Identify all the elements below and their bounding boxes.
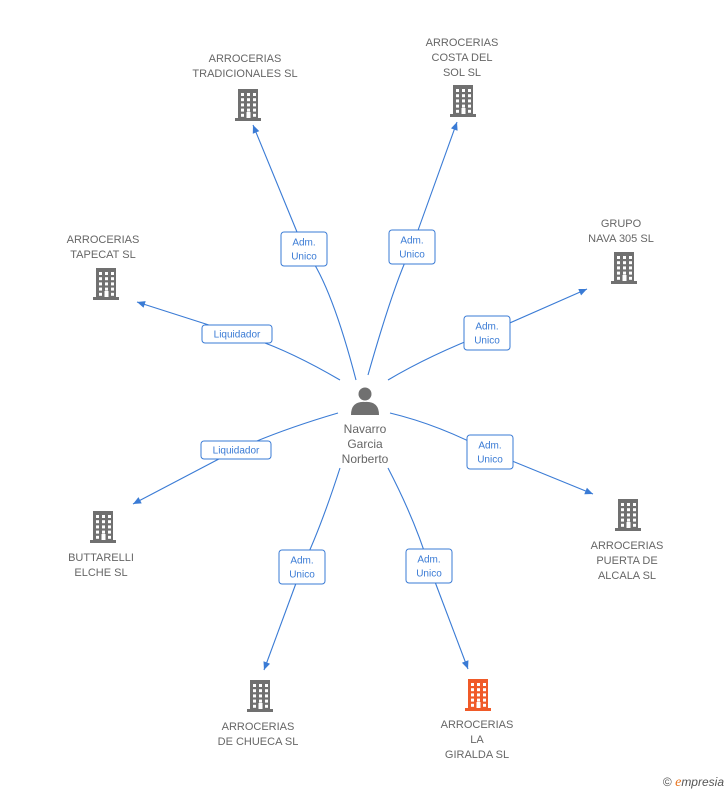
arrowhead [461, 660, 469, 669]
company-label-chueca[interactable]: ARROCERIAS DE CHUECA SL [218, 721, 299, 748]
company-name-line: TAPECAT SL [70, 249, 135, 261]
company-building-icon-puerta[interactable] [615, 499, 641, 531]
relation-label: Unico [399, 250, 425, 261]
relation-badge-chueca[interactable]: Adm. Unico [278, 549, 326, 585]
company-name-line: GRUPO [601, 218, 642, 230]
company-building-icon-butarelli[interactable] [90, 511, 116, 543]
relation-label: Unico [289, 570, 315, 581]
company-name-line: COSTA DEL [432, 52, 493, 64]
footer-brand: © empresia [663, 775, 724, 791]
copyright-symbol: © [662, 775, 672, 789]
company-name-line: DE CHUECA SL [218, 736, 299, 748]
person-name-line: Navarro [344, 422, 387, 436]
person-icon[interactable] [351, 387, 379, 416]
edge-costa-inner [367, 246, 413, 376]
company-name-line: ALCALA SL [598, 570, 656, 582]
relation-badge-costa[interactable]: Adm. Unico [388, 229, 436, 265]
person-name-line: Norberto [342, 452, 389, 466]
relation-label: Unico [416, 569, 442, 580]
relation-label: Adm. [475, 322, 498, 333]
company-name-line: ARROCERIAS [67, 234, 140, 246]
company-name-line: NAVA 305 SL [588, 233, 654, 245]
company-name-line: ELCHE SL [74, 567, 127, 579]
company-name-line: ARROCERIAS [441, 719, 514, 731]
company-name-line: ARROCERIAS [426, 37, 499, 49]
relation-label: Liquidador [214, 330, 261, 341]
company-building-icon-tradicionales[interactable] [235, 89, 261, 121]
relation-label: Adm. [400, 236, 423, 247]
relation-badge-puerta[interactable]: Adm. Unico [466, 434, 514, 470]
arrowhead [137, 301, 146, 308]
brand-name: mpresia [681, 775, 724, 789]
relation-label: Unico [474, 336, 500, 347]
relation-label: Unico [291, 252, 317, 263]
relation-badge-nava[interactable]: Adm. Unico [463, 315, 511, 351]
brand-initial: e [675, 775, 682, 790]
company-label-tradicionales[interactable]: ARROCERIAS TRADICIONALES SL [192, 53, 297, 80]
company-name-line: LA [470, 734, 484, 746]
relation-label: Adm. [290, 556, 313, 567]
company-label-giralda[interactable]: ARROCERIAS LA GIRALDA SL [441, 719, 514, 761]
company-building-icon-tapecat[interactable] [93, 268, 119, 300]
company-name-line: BUTTARELLI [68, 552, 134, 564]
company-name-line: GIRALDA SL [445, 749, 509, 761]
arrowhead [450, 122, 458, 131]
company-name-line: PUERTA DE [596, 555, 657, 567]
company-name-line: TRADICIONALES SL [192, 68, 297, 80]
company-building-icon-chueca[interactable] [247, 680, 273, 712]
company-name-line: ARROCERIAS [222, 721, 295, 733]
arrowhead [584, 487, 593, 495]
arrowhead [263, 661, 271, 670]
arrowhead [133, 497, 142, 504]
company-label-nava[interactable]: GRUPO NAVA 305 SL [588, 218, 654, 245]
edge-labels-layer: Adm.UnicoAdm.UnicoAdm.UnicoLiquidadorLiq… [200, 229, 514, 585]
company-name-line: ARROCERIAS [209, 53, 282, 65]
company-name-line: SOL SL [443, 67, 481, 79]
company-label-butarelli[interactable]: BUTTARELLI ELCHE SL [68, 552, 134, 579]
company-building-icon-costa[interactable] [450, 85, 476, 117]
relation-badge-butarelli[interactable]: Liquidador [200, 440, 272, 460]
relation-badge-tapecat[interactable]: Liquidador [201, 324, 273, 344]
company-building-icon-giralda[interactable] [465, 679, 491, 711]
nodes-layer: ARROCERIAS TRADICIONALES SL ARROCERIAS COST… [67, 37, 664, 761]
edge-tradicionales-inner [303, 248, 357, 381]
arrowhead [578, 289, 587, 296]
relation-badge-giralda[interactable]: Adm. Unico [405, 548, 453, 584]
edge-tradicionales-outer [252, 124, 305, 250]
company-name-line: ARROCERIAS [591, 540, 664, 552]
relation-label: Adm. [292, 238, 315, 249]
company-label-tapecat[interactable]: ARROCERIAS TAPECAT SL [67, 234, 140, 261]
arrowhead [252, 125, 260, 134]
relation-label: Adm. [478, 441, 501, 452]
relation-label: Unico [477, 455, 503, 466]
company-label-costa[interactable]: ARROCERIAS COSTA DEL SOL SL [426, 37, 499, 79]
company-label-puerta[interactable]: ARROCERIAS PUERTA DE ALCALA SL [591, 540, 664, 582]
edge-costa-outer [411, 121, 458, 248]
relation-label: Liquidador [213, 446, 260, 457]
person-name-line: Garcia [347, 437, 383, 451]
relation-label: Adm. [417, 555, 440, 566]
relation-badge-tradicionales[interactable]: Adm. Unico [280, 231, 328, 267]
company-building-icon-nava[interactable] [611, 252, 637, 284]
